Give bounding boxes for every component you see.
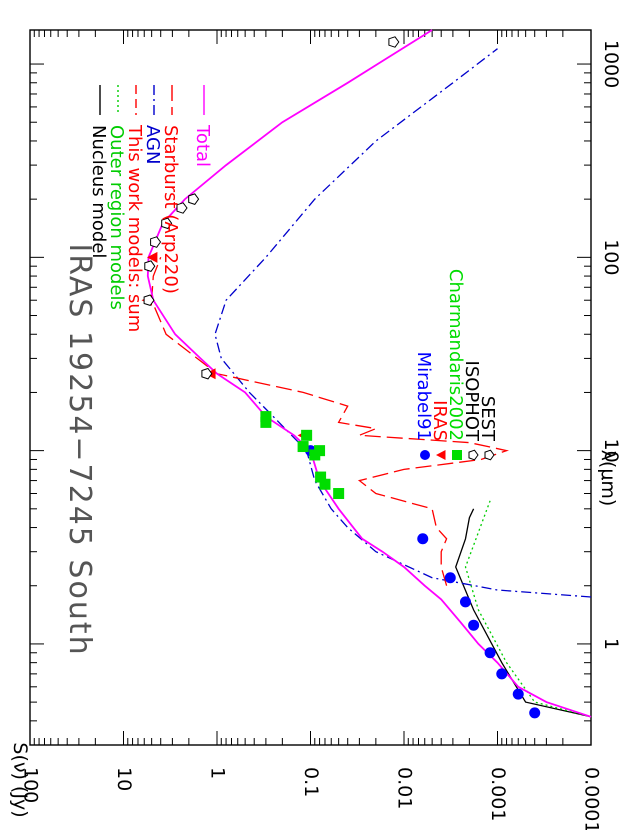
legend-label-agn: AGN	[142, 125, 163, 164]
data-point	[444, 572, 456, 584]
tick-labels: 1 10 100 1000 0.0001 0.001 0.01 0.1 1 10 100	[20, 40, 621, 830]
x-tick-label: 10	[600, 439, 621, 463]
legend-label-starburst: Starburst (Arp220)	[160, 125, 181, 294]
y-tick-label: 0.01	[394, 767, 416, 809]
legend-photometry: Mirabel91 IRAS Charmandaris2002 ISOPHOT …	[413, 269, 498, 461]
data-point	[459, 596, 471, 608]
legend-marker-mirabel	[420, 450, 430, 460]
data-point	[314, 445, 326, 457]
model-curves	[146, 29, 592, 718]
data-point	[176, 202, 188, 214]
legend-label-sest: SEST	[477, 396, 498, 442]
data-point	[496, 668, 508, 680]
legend-label-sum: This work models: sum	[124, 124, 145, 332]
legend-models: Nucleus model Outer region models This w…	[88, 85, 213, 332]
y-tick-label: 100	[20, 767, 42, 803]
x-tick-label: 1	[600, 638, 621, 650]
data-point	[146, 251, 158, 263]
y-tick-label: 0.0001	[581, 767, 603, 830]
data-point	[144, 260, 156, 272]
data-point	[512, 688, 524, 700]
data-point	[484, 647, 496, 659]
legend-marker	[452, 450, 462, 460]
data-point	[297, 441, 309, 453]
data-point	[143, 294, 155, 306]
y-tick-label: 10	[113, 767, 135, 791]
data-point	[201, 367, 213, 380]
legend-label-iras: IRAS	[429, 400, 450, 441]
plot-frame-and-ticks	[29, 29, 592, 746]
series-line	[150, 257, 510, 586]
data-point	[315, 471, 327, 483]
y-tick-label: 0.1	[300, 767, 322, 797]
plot-title: IRAS 19254−7245 South	[62, 243, 97, 656]
legend-label-mirabel: Mirabel91	[413, 352, 434, 441]
x-axis-title: λ(μm)	[597, 450, 619, 507]
legend-label-outer: Outer region models	[106, 125, 127, 310]
series-line	[146, 29, 592, 718]
legend-label-total: Total	[192, 124, 213, 167]
photometry-markers	[141, 36, 541, 719]
y-tick-label: 1	[207, 767, 229, 779]
data-point	[388, 36, 400, 48]
data-point	[161, 217, 173, 230]
data-point	[301, 429, 313, 441]
x-tick-label: 1000	[600, 40, 621, 88]
data-point	[468, 619, 480, 631]
data-point	[529, 707, 541, 719]
legend-marker-sest	[484, 449, 495, 461]
data-point	[333, 488, 345, 500]
legend-label-charmandaris: Charmandaris2002	[445, 269, 466, 441]
legend-marker-iras	[436, 450, 446, 460]
data-point	[260, 416, 272, 428]
legend-label-nucleus: Nucleus model	[88, 125, 109, 258]
legend-marker	[436, 450, 446, 460]
data-point	[260, 411, 272, 423]
legend-marker-isophot	[468, 449, 479, 461]
data-point	[319, 478, 331, 490]
data-point	[417, 533, 429, 545]
legend-marker	[468, 449, 479, 461]
data-point	[188, 193, 200, 205]
series-line	[464, 500, 592, 718]
series-line	[214, 48, 592, 598]
y-axis-title: S(ν) (Jy)	[9, 742, 31, 817]
x-tick-label: 100	[600, 239, 621, 275]
legend-label-isophot: ISOPHOT	[461, 361, 482, 442]
legend-marker-charmandaris	[452, 450, 462, 460]
legend-marker	[420, 450, 430, 460]
data-point	[150, 236, 162, 248]
y-tick-label: 0.001	[487, 767, 509, 821]
legend-marker	[484, 449, 495, 461]
